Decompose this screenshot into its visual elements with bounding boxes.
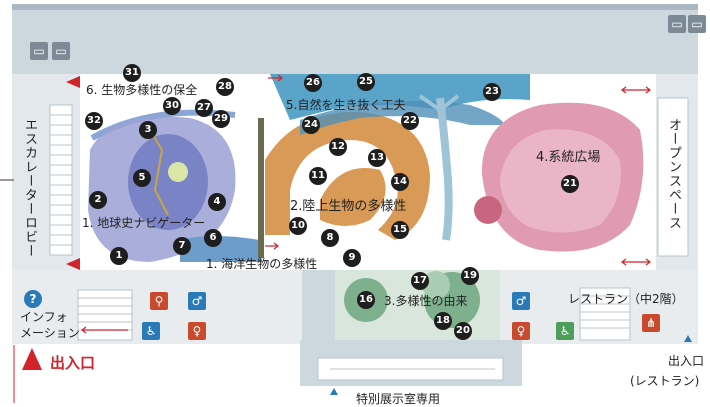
elevator-icon: ▭ [668, 15, 686, 33]
right-exit-sub-label: (レストラン) [630, 374, 700, 388]
exhibit-badge[interactable]: 7 [173, 237, 191, 255]
right-exit-label[interactable]: 出入口 [668, 354, 705, 368]
exhibit-badge[interactable]: 19 [461, 267, 479, 285]
exhibit-badge[interactable]: 27 [195, 99, 213, 117]
exhibit-badge[interactable]: 2 [89, 191, 107, 209]
female-restroom-icon: ♀ [512, 322, 530, 340]
earth-skeleton [149, 129, 169, 216]
male-restroom-icon: ♂ [188, 292, 206, 310]
nursing-room-icon: ⚲ [150, 292, 168, 310]
elevator-icon: ▭ [30, 42, 48, 60]
whale-skeleton [436, 97, 453, 241]
elevator-icon: ▭ [688, 15, 706, 33]
exhibit-badge[interactable]: 11 [309, 167, 327, 185]
exhibit-badge[interactable]: 29 [212, 110, 230, 128]
exhibit-badge[interactable]: 14 [391, 173, 409, 191]
lower-stairs-right [579, 287, 631, 341]
exhibit-badge[interactable]: 3 [139, 121, 157, 139]
special-exhibition-label: 特別展示室専用 [356, 392, 441, 406]
earth-moon [168, 162, 188, 182]
info-icon[interactable]: ? [24, 290, 42, 308]
info-desk-icon: ♿ [142, 322, 160, 340]
exhibit-badge[interactable]: 31 [123, 64, 141, 82]
land-zone-inner [320, 168, 386, 226]
marine-zone-shape [180, 236, 262, 262]
exhibit-badge[interactable]: 8 [321, 229, 339, 247]
nature-zone-shape [270, 74, 530, 120]
exhibit-badge[interactable]: 10 [289, 217, 307, 235]
system-zone-inner [500, 129, 621, 233]
land-divider [258, 118, 264, 258]
male-restroom-icon: ♂ [512, 292, 530, 310]
exhibit-badge[interactable]: 21 [561, 175, 579, 193]
open-space-panel [657, 97, 689, 257]
zone-5-label: 5.自然を生き抜く工夫 [286, 98, 406, 112]
main-entrance-arrow [22, 348, 42, 370]
earth-core [128, 134, 208, 230]
restaurant-entry-arrow [684, 335, 692, 342]
exhibit-badge[interactable]: 16 [357, 291, 375, 309]
accessible-restroom-icon: ♿ [556, 322, 574, 340]
zone-6-label: 6. 生物多様性の保全 [86, 83, 198, 97]
info-label-line1: インフォ [20, 310, 68, 324]
nature-zone-inner [300, 100, 505, 135]
exhibit-badge[interactable]: 26 [304, 74, 322, 92]
female-restroom-icon: ♀ [188, 322, 206, 340]
whale-tail [418, 94, 460, 113]
exhibit-badge[interactable]: 1 [110, 247, 128, 265]
zone-3-label: 3.多様性の由来 [384, 294, 468, 308]
land-zone-shape [265, 111, 430, 240]
escalator-stripes [49, 104, 73, 256]
exhibit-badge[interactable]: 20 [454, 322, 472, 340]
exhibit-badge[interactable]: 18 [434, 312, 452, 330]
diversity-blob-3 [422, 271, 450, 299]
exhibit-badge[interactable]: 30 [163, 97, 181, 115]
special-entry-arrow [330, 388, 338, 395]
exhibit-badge[interactable]: 4 [208, 193, 226, 211]
flow-arrows [81, 74, 651, 334]
top-wall [12, 4, 698, 10]
exhibit-badge[interactable]: 23 [483, 83, 501, 101]
marine-label: 1. 海洋生物の多様性 [206, 257, 318, 271]
exhibit-badge[interactable]: 9 [343, 249, 361, 267]
exhibit-badge[interactable]: 5 [133, 169, 151, 187]
zone-4-label: 4.系統広場 [536, 150, 601, 165]
exhibit-badge[interactable]: 32 [85, 112, 103, 130]
exhibit-badge[interactable]: 15 [391, 221, 409, 239]
restaurant-floor-label: レストラン（中2階） [568, 292, 684, 306]
exhibit-badge[interactable]: 22 [401, 112, 419, 130]
restaurant-icon: ⋔ [642, 314, 660, 332]
exhibit-badge[interactable]: 25 [357, 73, 375, 91]
zone-1-label: 1. 地球史ナビゲーター [82, 216, 206, 230]
main-entrance-label[interactable]: 出入口 [50, 354, 96, 372]
lower-stairs-left [77, 289, 133, 341]
exhibit-badge[interactable]: 28 [216, 78, 234, 96]
open-space-label: オープンスペース [666, 118, 681, 230]
elevator-icon: ▭ [52, 42, 70, 60]
exhibit-badge[interactable]: 6 [204, 229, 222, 247]
west-entry-arrow [66, 258, 80, 270]
zone-2-label: 2.陸上生物の多様性 [290, 199, 407, 214]
exhibit-badge[interactable]: 17 [411, 272, 429, 290]
exhibit-badge[interactable]: 13 [368, 149, 386, 167]
north-entry-arrow [66, 76, 80, 88]
exhibit-badge[interactable]: 12 [329, 138, 347, 156]
system-flower [474, 196, 502, 224]
exhibit-badge[interactable]: 24 [302, 116, 320, 134]
escalator-lobby-label: エスカレーターロビー [22, 118, 37, 258]
info-label-line2: メーション [20, 326, 80, 340]
